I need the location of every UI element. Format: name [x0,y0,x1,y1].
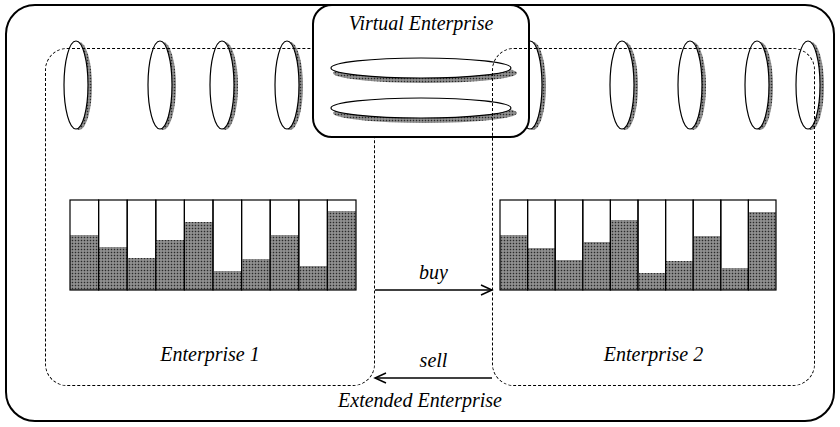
bar-cell [242,200,271,290]
bar-fill [70,235,99,290]
bar-fill [638,273,666,290]
region-label: Enterprise 1 [46,343,374,366]
bar-fill [213,271,242,290]
resource-disc [745,41,769,129]
bar-fill [299,266,328,290]
region-label: Enterprise 2 [493,343,814,366]
bar-fill [99,247,128,290]
bar-fill [693,236,721,290]
bar-cell [638,200,666,290]
region-label: Extended Enterprise [7,389,833,412]
bar-fill [270,235,299,290]
bar-fill [610,220,638,290]
resource-disc [331,98,511,118]
bar-fill [721,268,749,290]
bar-cell [528,200,556,290]
bar-cell [327,200,356,290]
bar-cell [270,200,299,290]
resource-disc [796,41,820,129]
bar-fill [327,211,356,290]
enterprise-region: Enterprise 2 [492,48,815,386]
flow-label: buy [416,261,451,284]
flow-label: sell [417,349,451,372]
resource-disc [610,41,634,129]
resource-disc [331,58,511,78]
bar-cell [70,200,99,290]
capacity-bars [70,200,776,290]
resource-disc [275,41,299,129]
bar-cell [299,200,328,290]
bar-fill [528,248,556,290]
region-label: Virtual Enterprise [314,12,528,35]
bar-fill [156,240,185,290]
bar-fill [583,242,611,290]
bar-cell [213,200,242,290]
resource-disc [210,41,234,129]
bar-fill [184,222,213,290]
resource-disc [678,41,702,129]
bar-cell [99,200,128,290]
bar-fill [555,260,583,290]
bar-cell [156,200,185,290]
bar-cell [500,200,528,290]
bar-cell [127,200,156,290]
resource-disc [64,41,88,129]
bar-fill [748,212,776,290]
resource-disc [148,41,172,129]
bar-fill [127,258,156,290]
bar-cell [555,200,583,290]
bar-cell [748,200,776,290]
bar-fill [500,235,528,290]
bar-cell [184,200,213,290]
bar-cell [583,200,611,290]
bar-cell [693,200,721,290]
bar-fill [242,259,271,290]
flow-arrow [375,373,492,383]
bar-cell [666,200,694,290]
bar-fill [666,261,694,290]
virtual-enterprise-box: Virtual Enterprise [312,4,530,138]
bar-cell [610,200,638,290]
flow-arrow [375,285,492,295]
bar-cell [721,200,749,290]
